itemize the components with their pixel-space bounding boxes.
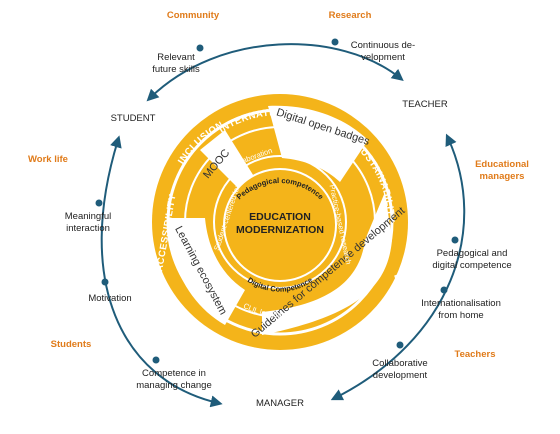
label-continuous-2: velopment <box>361 52 405 63</box>
dot-meaningful <box>95 199 103 207</box>
center-circle <box>223 168 337 282</box>
outer-cycle <box>95 38 466 408</box>
box-digital-open-badges <box>268 105 368 182</box>
box-mooc <box>200 130 255 190</box>
group-work-life: Work life <box>28 154 68 165</box>
label-meaningful-1: Meaningful <box>65 211 111 222</box>
dot-relevant <box>196 44 204 52</box>
label-competence-change-1: Competence in <box>142 368 206 379</box>
box-learning-ecosystem <box>168 218 245 325</box>
label-relevant-1: Relevant <box>157 52 195 63</box>
arc-manager-student <box>100 135 223 408</box>
dot-continuous <box>331 38 339 46</box>
label-internationalisation-1: Internationalisation <box>421 298 501 309</box>
group-educational-managers-1: Educational <box>475 159 529 170</box>
dot-competence-change <box>152 356 160 364</box>
center-line1: EDUCATION <box>249 211 311 223</box>
dot-pedagogical-digital <box>451 236 459 244</box>
ring-equality: EQUALITY <box>391 273 418 326</box>
group-community: Community <box>167 10 220 21</box>
role-manager: MANAGER <box>256 398 304 409</box>
label-continuous-1: Continuous de- <box>351 40 415 51</box>
label-relevant-2: future skills <box>152 64 200 75</box>
label-collaborative-1: Collaborative <box>372 358 427 369</box>
label-pedagogical-digital-2: digital competence <box>432 260 511 271</box>
arc-student-teacher <box>146 43 404 102</box>
dot-motivation <box>101 278 109 286</box>
group-teachers: Teachers <box>454 349 495 360</box>
label-pedagogical-digital-1: Pedagogical and <box>437 248 508 259</box>
label-motivation: Motivation <box>88 293 131 304</box>
label-competence-change-2: managing change <box>136 380 212 391</box>
label-internationalisation-2: from home <box>438 310 483 321</box>
segment-boxes <box>168 105 392 335</box>
role-teacher: TEACHER <box>402 99 448 110</box>
box-guidelines <box>262 192 392 335</box>
label-collaborative-2: development <box>373 370 428 381</box>
group-students: Students <box>51 339 92 350</box>
group-research: Research <box>329 10 372 21</box>
dot-collaborative <box>396 341 404 349</box>
role-student: STUDENT <box>111 113 156 124</box>
arc-teacher-manager <box>330 133 466 401</box>
label-meaningful-2: interaction <box>66 223 110 234</box>
group-educational-managers-2: managers <box>480 171 525 182</box>
center-line2: MODERNIZATION <box>236 224 324 236</box>
dot-internationalisation <box>440 286 448 294</box>
